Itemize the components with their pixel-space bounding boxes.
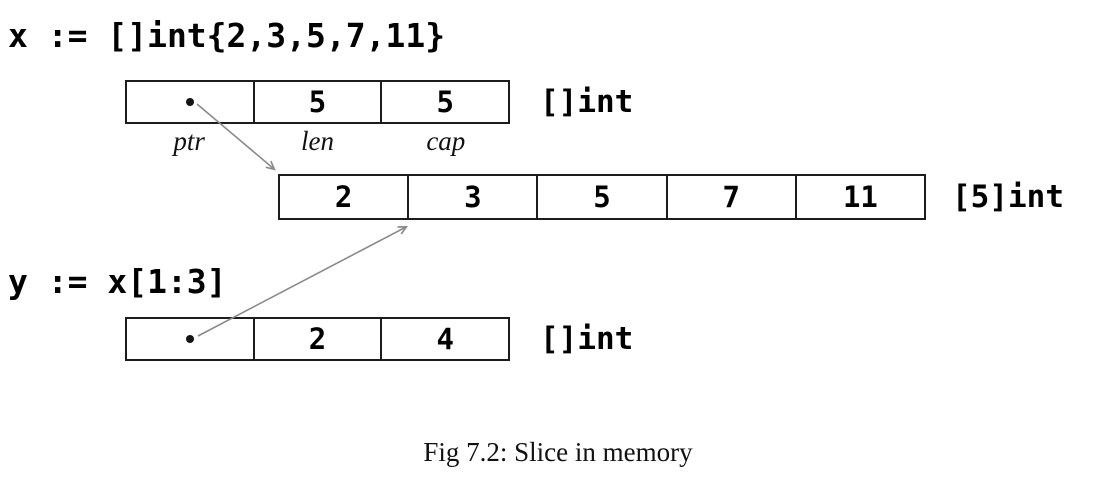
len-label: len [300, 126, 334, 156]
array-cell-2: 5 [538, 176, 668, 218]
array-cell-1: 3 [409, 176, 539, 218]
slice-x-len-cell: 5 [255, 82, 383, 122]
slice-y-ptr-cell [127, 319, 255, 359]
backing-array-type-label: [5]int [952, 179, 1064, 215]
backing-array-box: 2 3 5 7 11 [278, 174, 926, 220]
slice-y-header-box: 2 4 [125, 317, 510, 361]
array-cell-4: 11 [842, 180, 878, 214]
slice-x-ptr-cell [127, 82, 255, 122]
array-cell-0: 2 [280, 176, 410, 218]
slice-y-len-cell: 2 [255, 319, 383, 359]
code-x-declaration: x := []int{2,3,5,7,11} [8, 16, 446, 55]
pointer-dot-x [185, 98, 194, 106]
array-cell-3: 7 [668, 176, 797, 218]
cap-label: cap [426, 126, 466, 156]
slice-x-type-label: []int [540, 84, 634, 120]
slice-x-cap-cell: 5 [436, 85, 454, 119]
pointer-dot-y [185, 335, 194, 343]
slice-x-header-box: 5 5 [125, 80, 510, 124]
slice-x-field-labels: ptr len cap [125, 126, 510, 157]
slice-y-cap-cell: 4 [436, 322, 454, 356]
code-y-declaration: y := x[1:3] [8, 262, 227, 301]
ptr-label: ptr [173, 126, 205, 156]
slice-y-type-label: []int [540, 321, 634, 357]
figure-caption: Fig 7.2: Slice in memory [423, 437, 693, 467]
